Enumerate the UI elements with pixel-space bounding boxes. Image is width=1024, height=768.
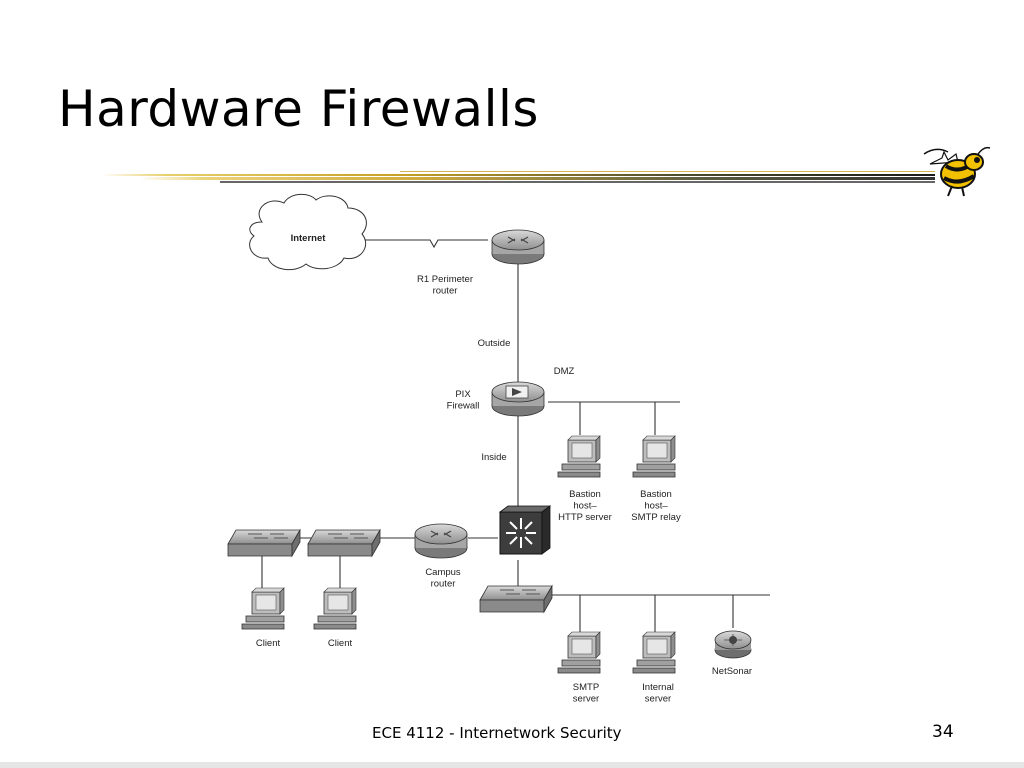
label-line: host– [644, 501, 668, 512]
dmz-lan-switch-icon [479, 585, 553, 613]
label-line: server [645, 694, 671, 705]
label-line: host– [573, 501, 597, 512]
bastion-http-workstation-icon [557, 435, 601, 478]
label-line: router [433, 286, 458, 297]
label-line: Firewall [447, 401, 480, 412]
internet-label: Internet [291, 233, 327, 244]
label-line: Campus [425, 567, 461, 578]
slide-title: Hardware Firewalls [58, 80, 539, 138]
client-switch-1-icon [227, 529, 301, 557]
netsonar-sensor-icon [714, 630, 752, 659]
internet-cloud-icon [249, 193, 367, 271]
bastion-smtp-workstation-icon [632, 435, 676, 478]
internal-server-workstation-icon [632, 631, 676, 674]
label-line: server [573, 694, 599, 705]
client-2-label: Client [328, 638, 353, 649]
label-line: SMTP relay [631, 512, 681, 523]
connection-lines [261, 239, 770, 632]
slide-number: 34 [932, 722, 954, 742]
label-line: PIX [455, 389, 471, 400]
label-line: SMTP [573, 682, 599, 693]
inside-label: Inside [481, 452, 506, 463]
r1-perimeter-router-icon [491, 229, 545, 265]
smtp-server-workstation-icon [557, 631, 601, 674]
label-line: HTTP server [558, 512, 612, 523]
footer-course-title: ECE 4112 - Internetwork Security [372, 724, 622, 742]
yellow-jacket-bee-icon [923, 146, 991, 197]
outside-label: Outside [478, 338, 511, 349]
netsonar-label: NetSonar [712, 666, 752, 677]
multilayer-switch-icon [498, 505, 552, 555]
label-line: Bastion [640, 489, 672, 500]
client-1-label: Client [256, 638, 281, 649]
bottom-band [0, 762, 1024, 768]
label-line: Bastion [569, 489, 601, 500]
dmz-label: DMZ [554, 366, 575, 377]
campus-router-icon [414, 523, 468, 559]
client-1-workstation-icon [241, 587, 285, 630]
client-switch-2-icon [307, 529, 381, 557]
client-2-workstation-icon [313, 587, 357, 630]
title-underline [100, 171, 935, 183]
label-line: router [431, 579, 456, 590]
pix-firewall-icon [491, 381, 545, 417]
label-line: R1 Perimeter [417, 274, 473, 285]
label-line: Internal [642, 682, 674, 693]
